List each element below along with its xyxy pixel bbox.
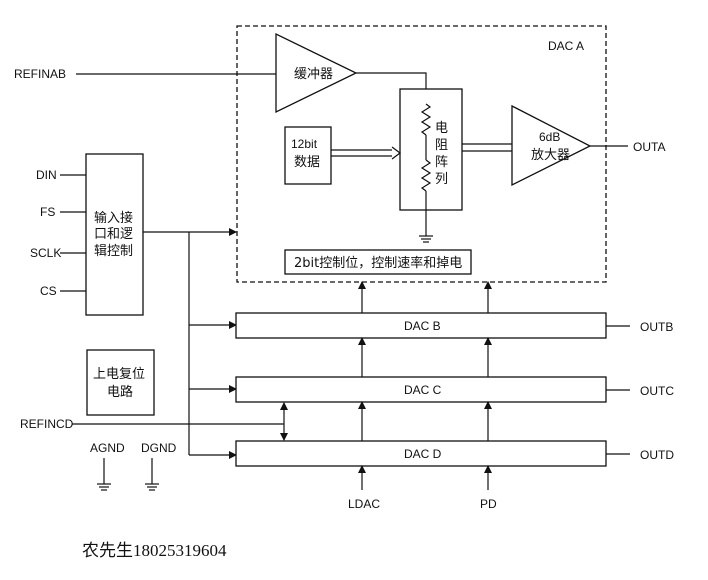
fs-label: FS xyxy=(40,205,55,219)
resistor-label-2: 阻 xyxy=(435,138,448,153)
sclk-label: SCLK xyxy=(30,246,61,260)
resistor-top-icon xyxy=(420,103,432,136)
dgnd-ground-icon xyxy=(145,483,159,491)
data-bus-arrow-icon xyxy=(391,146,401,160)
refincd-label: REFINCD xyxy=(20,417,74,431)
power-on-reset-block xyxy=(86,349,155,416)
interface-logic-block xyxy=(85,153,144,316)
footer-contact: 农先生18025319604 xyxy=(82,541,227,560)
dac-a-title: DAC A xyxy=(548,39,584,53)
output-amplifier xyxy=(511,104,592,187)
outb-label: OUTB xyxy=(640,320,673,334)
outc-label: OUTC xyxy=(640,384,674,398)
dgnd-label: DGND xyxy=(141,441,177,455)
cs-label: CS xyxy=(40,284,57,298)
agnd-label: AGND xyxy=(90,441,125,455)
resistor-label-4: 列 xyxy=(435,172,448,187)
dac-d-block xyxy=(235,440,607,467)
amp-label-1: 6dB xyxy=(539,130,560,144)
reset-label-2: 电路 xyxy=(107,384,133,400)
dac-a-boundary xyxy=(236,25,607,283)
pd-label: PD xyxy=(480,497,497,511)
dac-c-block xyxy=(235,376,607,403)
data-register-label-1: 12bit xyxy=(291,137,318,151)
agnd-ground-icon xyxy=(97,483,111,491)
reset-label-1: 上电复位 xyxy=(93,367,145,382)
resistor-array-block xyxy=(399,88,463,211)
data-register-block xyxy=(284,126,332,185)
interface-label-2: 口和逻 xyxy=(94,227,133,242)
din-label: DIN xyxy=(36,168,57,182)
ground-icon xyxy=(419,235,433,243)
buffer-label: 缓冲器 xyxy=(294,67,333,82)
outa-label: OUTA xyxy=(633,140,665,154)
dac-d-label: DAC D xyxy=(404,447,442,461)
control-bits-label: 2bit控制位，控制速率和掉电 xyxy=(294,255,462,271)
resistor-label-3: 阵 xyxy=(435,155,448,170)
interface-label-1: 输入接 xyxy=(94,210,133,226)
ldac-label: LDAC xyxy=(348,497,380,511)
control-bits-block xyxy=(284,249,472,275)
resistor-bottom-icon xyxy=(420,159,432,192)
dac-c-label: DAC C xyxy=(404,383,442,397)
refinab-label: REFINAB xyxy=(14,67,66,81)
data-register-label-2: 数据 xyxy=(294,155,320,170)
buffer-amplifier xyxy=(275,32,358,114)
outd-label: OUTD xyxy=(640,448,674,462)
dac-b-label: DAC B xyxy=(404,319,441,333)
resistor-label-1: 电 xyxy=(435,121,448,136)
amp-label-2: 放大器 xyxy=(531,148,570,163)
interface-label-3: 辑控制 xyxy=(94,244,133,259)
